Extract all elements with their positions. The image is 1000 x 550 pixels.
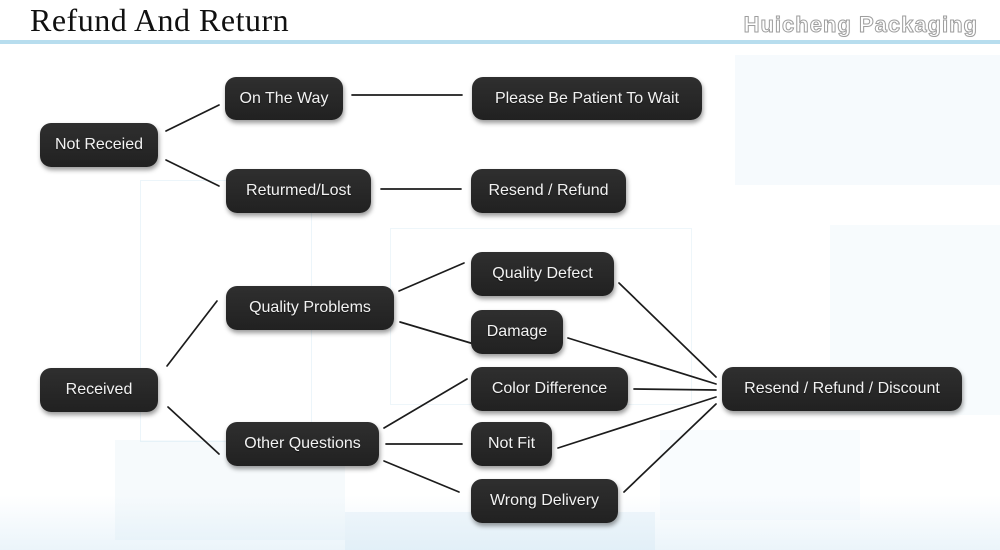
node-label-resend-refund: Resend / Refund — [488, 182, 609, 199]
edge-other-questions-to-wrong-delivery — [383, 460, 460, 493]
node-label-resend-refund-discount: Resend / Refund / Discount — [744, 380, 940, 397]
edge-not-received-to-returned-lost — [165, 159, 220, 187]
edge-quality-problems-to-damage — [399, 321, 475, 345]
node-label-not-received: Not Receied — [54, 136, 144, 153]
node-label-not-fit: Not Fit — [487, 435, 536, 452]
node-label-quality-problems: Quality Problems — [249, 299, 371, 316]
edge-received-to-other-questions — [167, 406, 220, 455]
node-label-color-difference: Color Difference — [491, 380, 608, 397]
edge-not-received-to-on-the-way — [165, 104, 220, 132]
node-label-returned-lost: Returmed/Lost — [246, 182, 351, 199]
node-returned-lost: Returmed/Lost — [226, 169, 371, 213]
node-not-received: Not Receied — [40, 123, 158, 167]
node-label-wrong-delivery: Wrong Delivery — [489, 492, 600, 509]
node-label-on-the-way: On The Way — [239, 89, 329, 107]
brand-watermark: Huicheng Packaging — [743, 12, 978, 38]
edge-not-fit-to-resend-refund-discount — [557, 396, 717, 449]
node-label-damage: Damage — [486, 323, 548, 340]
edge-other-questions-to-color-difference — [383, 378, 468, 429]
edge-wrong-delivery-to-resend-refund-discount — [623, 403, 717, 493]
node-color-difference: Color Difference — [471, 367, 628, 411]
node-damage: Damage — [471, 310, 563, 354]
node-other-questions: Other Questions — [226, 422, 379, 466]
header-divider — [0, 40, 1000, 44]
node-on-the-way: On The Way — [225, 77, 343, 120]
edge-color-difference-to-resend-refund-discount — [633, 388, 717, 391]
node-label-quality-defect: Quality Defect — [492, 265, 593, 282]
node-received: Received — [40, 368, 158, 412]
node-wrong-delivery: Wrong Delivery — [471, 479, 618, 523]
edge-received-to-quality-problems — [166, 300, 218, 367]
node-label-received: Received — [65, 381, 133, 398]
edge-damage-to-resend-refund-discount — [567, 337, 717, 385]
node-resend-refund: Resend / Refund — [471, 169, 626, 213]
node-resend-refund-discount: Resend / Refund / Discount — [722, 367, 962, 411]
node-quality-defect: Quality Defect — [471, 252, 614, 296]
node-quality-problems: Quality Problems — [226, 286, 394, 330]
node-label-other-questions: Other Questions — [244, 435, 361, 452]
edge-quality-defect-to-resend-refund-discount — [618, 282, 717, 378]
node-not-fit: Not Fit — [471, 422, 552, 466]
node-please-wait: Please Be Patient To Wait — [472, 77, 702, 120]
page-title: Refund And Return — [30, 2, 290, 38]
node-label-please-wait: Please Be Patient To Wait — [494, 89, 680, 107]
edge-quality-problems-to-quality-defect — [398, 262, 465, 292]
